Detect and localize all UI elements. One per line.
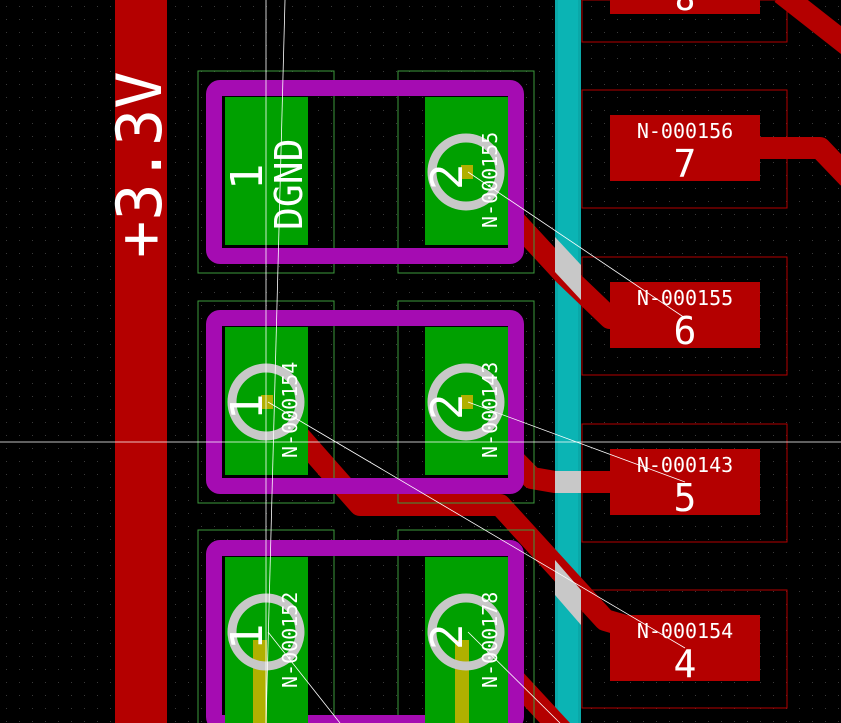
highlight [461,395,473,409]
highlight [455,640,469,723]
pad-number: 1 [222,164,273,191]
highlight [461,165,473,179]
courtyard [397,70,535,274]
pad-number: 1 [222,624,273,651]
pad-number: 2 [422,164,473,191]
power-rail-label: +3.3V [103,71,176,258]
pad-number: 2 [422,624,473,651]
highlight [261,395,273,409]
body-outline [206,540,524,723]
connector-pin-net: N-000143 [637,453,733,477]
connector-pin-number: 7 [674,142,697,186]
connector-pin-net: N-000156 [637,119,733,143]
track-crossings [555,237,581,625]
highlight [253,640,267,723]
trace-pin8-out [774,0,841,54]
connector-pin-7[interactable] [610,115,760,181]
connector-pin-number: 8 [675,0,695,19]
connector-pin-number: 5 [674,476,697,520]
connector-pin-outline [581,89,788,209]
connector-pin-number: 4 [674,642,697,686]
connector-pin-outline [581,589,788,709]
body-outline [206,80,524,264]
footprint-middle[interactable]: 1 N-000154 2 N-000143 [197,300,535,504]
connector-pin-6[interactable] [610,282,760,348]
power-rail-trace[interactable] [115,0,167,723]
connector: 8 N-000156 7 N-000155 6 N-000143 5 N-000… [581,0,788,709]
footprint-upper[interactable]: 1 DGND 2 N-000155 [197,70,535,274]
courtyard [397,300,535,504]
pad-net: DGND [267,138,311,230]
footprint-lower[interactable]: 1 N-000152 2 N-000178 [197,529,535,723]
connector-pin-net: N-000154 [637,619,733,643]
connector-pin-outline [581,256,788,376]
connector-pin-outline [581,0,788,43]
body-outline [206,310,524,494]
pad-net: N-000152 [278,592,302,688]
connector-pin-number: 6 [674,309,697,353]
pad-hole [427,363,505,441]
pad-number: 1 [222,394,273,421]
pad-number: 2 [422,394,473,421]
connector-pin-outline [581,423,788,543]
pad-hole [427,133,505,211]
pad-net: N-000178 [478,592,502,688]
pad-hole [427,593,505,671]
pad-net: N-000155 [478,132,502,228]
cyan-track-center [558,0,578,723]
connector-pin-net: N-000155 [637,286,733,310]
pad-1[interactable] [225,97,308,245]
courtyard [397,529,535,723]
